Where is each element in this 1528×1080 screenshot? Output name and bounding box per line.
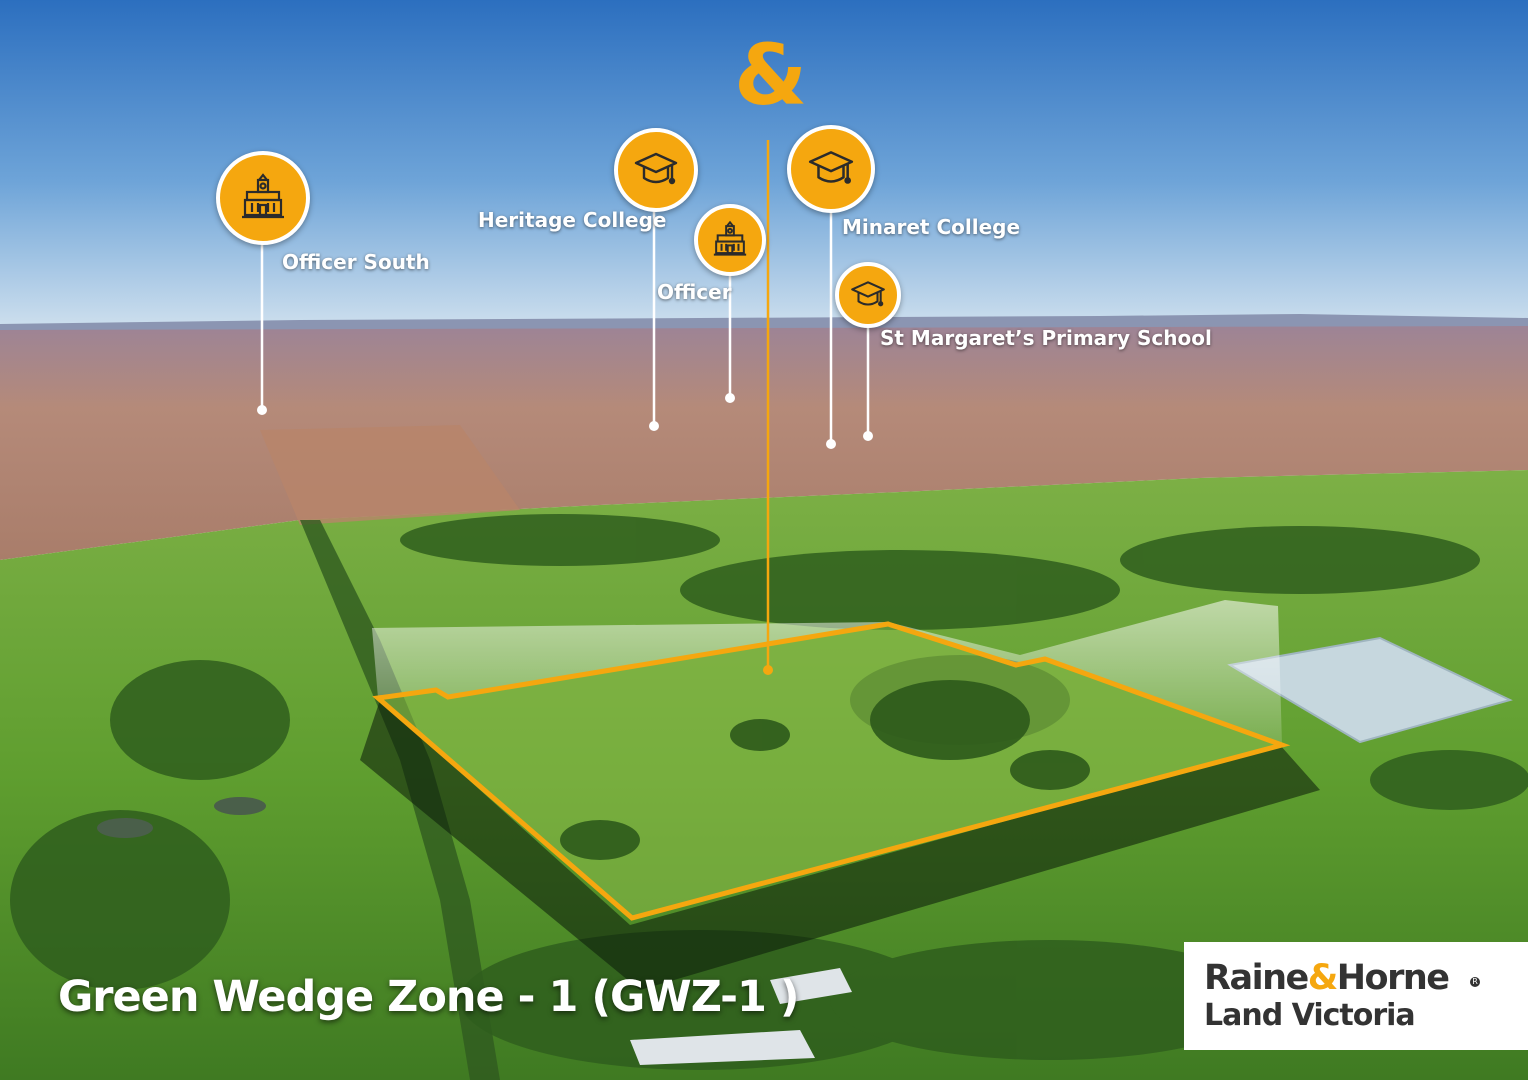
- registered-mark-icon: R: [1470, 977, 1480, 987]
- poi-leader-line: [725, 266, 735, 403]
- poi-leader-line: [826, 208, 836, 449]
- raine-horne-logo: Raine&Horne R Land Victoria: [1184, 942, 1528, 1050]
- poi-circle[interactable]: [694, 204, 766, 276]
- poi-label: Officer: [657, 280, 732, 304]
- town-hall-icon: [242, 173, 284, 219]
- logo-line-2: Land Victoria: [1204, 998, 1416, 1033]
- poi-label: Minaret College: [842, 215, 1021, 239]
- poi-label: Heritage College: [478, 208, 667, 232]
- poi-label: Officer South: [282, 250, 430, 274]
- poi-leader-line: [863, 318, 873, 441]
- graduation-cap-icon: [808, 151, 854, 184]
- poi-circle[interactable]: [216, 151, 310, 245]
- poi-circle[interactable]: [787, 125, 875, 213]
- graduation-cap-icon: [634, 152, 678, 185]
- ampersand-marker: &: [734, 26, 808, 124]
- poi-leader-line: [257, 238, 267, 415]
- logo-word-raine: Raine: [1204, 958, 1309, 998]
- poi-leader-line: [649, 206, 659, 431]
- logo-line-1: Raine&Horne: [1204, 958, 1450, 998]
- poi-circle[interactable]: [614, 128, 698, 212]
- poi-circle[interactable]: [835, 262, 901, 328]
- logo-ampersand: &: [1307, 958, 1339, 998]
- graduation-cap-icon: [851, 281, 885, 307]
- zone-title: Green Wedge Zone - 1 (GWZ-1 ): [58, 972, 800, 1022]
- logo-word-horne: Horne: [1336, 958, 1450, 998]
- town-hall-icon: [713, 220, 747, 256]
- poi-label: St Margaret’s Primary School: [880, 326, 1212, 350]
